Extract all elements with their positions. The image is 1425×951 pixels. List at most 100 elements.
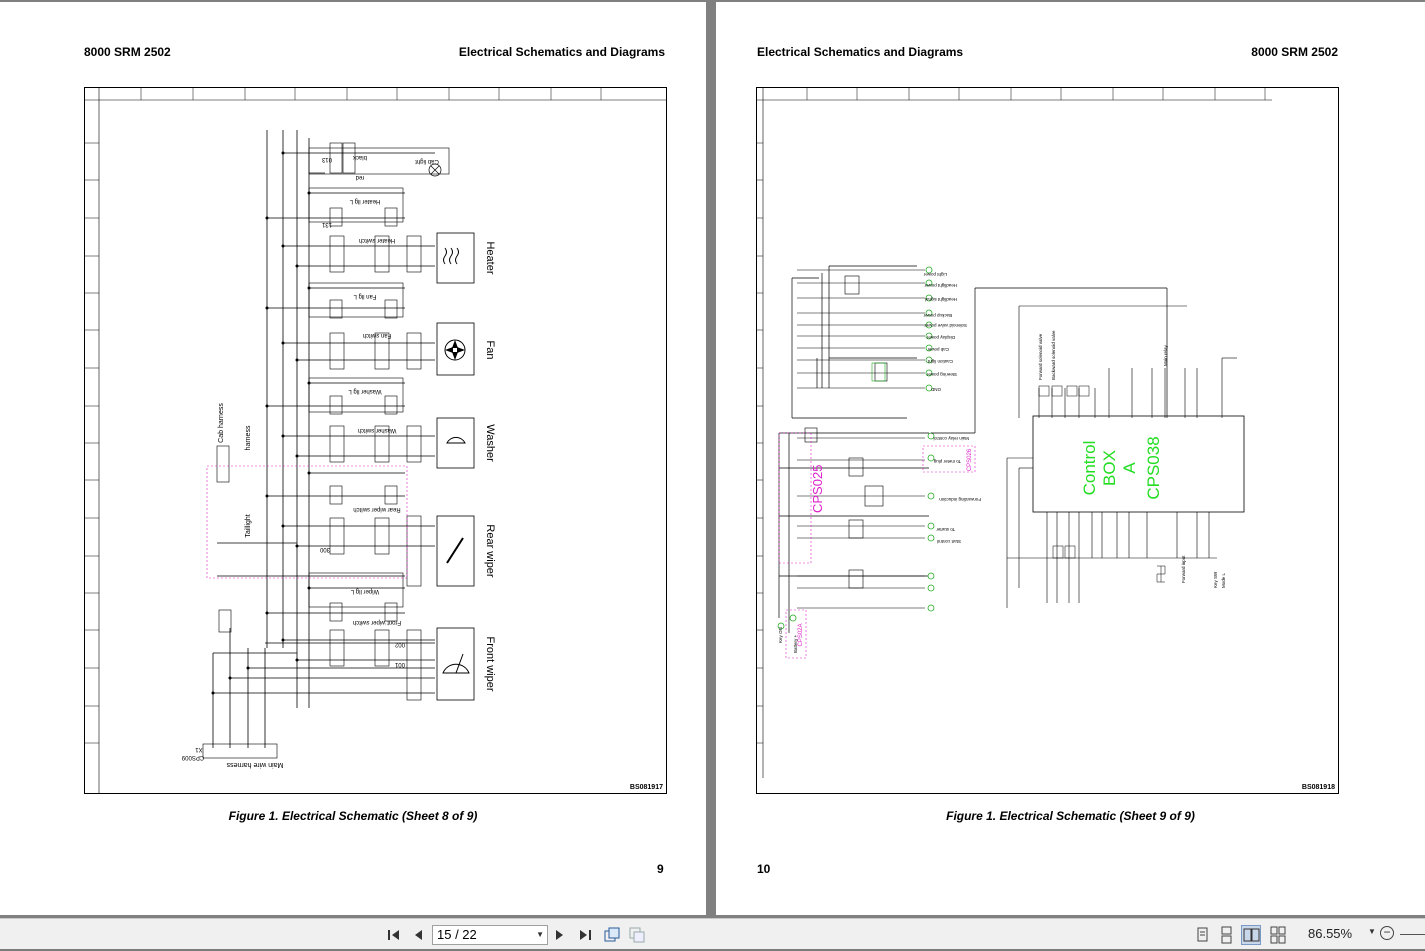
load-label-fan: Fan	[484, 341, 496, 360]
label-main-wire-harness: Main wire harness	[226, 761, 283, 768]
wire-002: 002	[394, 641, 405, 647]
header-left: Electrical Schematics and Diagrams	[757, 45, 964, 59]
next-page-button[interactable]	[550, 925, 570, 945]
in-mode-l: Mode L	[1221, 572, 1226, 588]
in-forward-input: Forward input	[1181, 555, 1186, 583]
page-10: Electrical Schematics and Diagrams 8000 …	[716, 2, 1425, 915]
next-view-icon	[629, 927, 645, 943]
label-cps009: CPS009	[181, 754, 204, 760]
sig-main-relay: Main relay control	[933, 436, 969, 441]
label-cab-harness: Cab harness	[218, 403, 225, 443]
page-number: 9	[657, 862, 664, 876]
label-fan-llg: Fan llg L	[353, 293, 377, 299]
previous-page-icon	[415, 930, 422, 940]
wire-131: 131	[321, 221, 332, 227]
continuous-page-icon	[1221, 926, 1232, 944]
control-box-line-2: BOX	[1100, 450, 1119, 486]
next-view-button[interactable]	[627, 925, 647, 945]
sig-display-power: Display power	[926, 335, 955, 340]
wire-red: red	[356, 174, 365, 180]
control-box-line-1: Control	[1080, 441, 1099, 496]
continuous-facing-icon	[1270, 926, 1286, 944]
header-right: 8000 SRM 2502	[1251, 45, 1338, 59]
in-main-relay: Main relay	[1163, 344, 1168, 366]
page-number: 10	[757, 862, 771, 876]
label-taillight: Taillight	[245, 514, 252, 537]
facing-view-button[interactable]	[1241, 925, 1261, 945]
page-number-input[interactable]: 15 / 22 ▼	[432, 925, 548, 945]
control-box-line-4: CPS038	[1144, 436, 1163, 499]
in-forward-valve: Forward solenoid valve	[1038, 333, 1043, 380]
figure-caption: Figure 1. Electrical Schematic (Sheet 8 …	[228, 809, 478, 823]
sig-caution-light: Caution light	[927, 359, 953, 364]
control-box-line-3: A	[1120, 462, 1139, 474]
in-backward-valve: Backward solenoid valve	[1051, 330, 1056, 380]
zoom-dropdown-icon[interactable]: ▼	[1368, 927, 1376, 936]
sig-gnd: GND	[930, 387, 941, 392]
previous-page-button[interactable]	[408, 925, 428, 945]
header-left: 8000 SRM 2502	[84, 45, 171, 59]
dropdown-caret-icon: ▼	[536, 930, 544, 939]
sig-start-control: Start control	[937, 539, 961, 544]
label-washer-llg: Washer llg L	[348, 388, 382, 394]
schematic-drawing-right: CPS025 CPS026 CPS02A	[757, 88, 1272, 778]
label-wiper-llg: Wiper llg L	[350, 588, 379, 594]
last-page-icon	[580, 930, 591, 940]
header-right: Electrical Schematics and Diagrams	[458, 45, 665, 59]
label-cps025: CPS025	[810, 465, 825, 513]
sig-solenoid-power: Solenoid valve power	[924, 323, 967, 328]
single-page-view-button[interactable]	[1192, 925, 1212, 945]
page-indicator: 15 / 22	[437, 927, 477, 942]
label-fan-switch: Fan switch	[363, 332, 392, 338]
sig-battery: Battery +	[793, 634, 798, 653]
sig-to-starter: To starter	[936, 527, 955, 532]
schematic-drawing-left: Heater Fan Washer Rear wiper Front wiper…	[85, 88, 666, 793]
previous-view-button[interactable]	[602, 925, 622, 945]
first-page-button[interactable]	[384, 925, 404, 945]
label-washer-switch: Washer switch	[358, 427, 397, 433]
next-page-icon	[556, 930, 563, 940]
zoom-slider[interactable]	[1400, 934, 1425, 935]
load-label-washer: Washer	[484, 424, 496, 462]
first-page-icon	[388, 930, 399, 940]
sig-light-power: Light power	[923, 272, 947, 277]
zoom-out-button[interactable]: −	[1380, 926, 1394, 940]
label-x1: X1	[195, 746, 203, 752]
sig-cab-power: Cab power	[927, 347, 949, 352]
previous-view-icon	[604, 927, 620, 942]
schematic-sheet-9: CPS025 CPS026 CPS02A	[756, 87, 1339, 794]
navigation-toolbar: 15 / 22 ▼ 86.55% ▼ −	[0, 918, 1425, 949]
sig-headlight-signal: Headlight signal	[925, 297, 957, 302]
in-key-sw: Key SW	[1213, 571, 1218, 588]
drawing-code: BS081917	[629, 784, 663, 791]
sig-steering-power: Steering power	[926, 372, 957, 377]
page-9: 8000 SRM 2502 Electrical Schematics and …	[0, 2, 706, 915]
label-heater-switch: Heater switch	[359, 237, 395, 243]
continuous-view-button[interactable]	[1216, 925, 1236, 945]
single-page-icon	[1197, 927, 1208, 942]
wire-black: black	[352, 154, 367, 160]
label-cps02a: CPS02A	[798, 623, 804, 646]
zoom-level[interactable]: 86.55%	[1308, 926, 1353, 941]
schematic-sheet-8: Heater Fan Washer Rear wiper Front wiper…	[84, 87, 667, 794]
continuous-facing-view-button[interactable]	[1268, 925, 1288, 945]
load-label-heater: Heater	[484, 241, 496, 274]
wire-013: 013	[321, 156, 332, 162]
load-label-rear-wiper: Rear wiper	[484, 524, 496, 578]
sig-backup-power: Backup power	[923, 313, 952, 318]
label-heater-llg: Heater llg L	[349, 198, 380, 204]
control-box-outline	[1032, 415, 1245, 513]
sig-meter-plug: To meter plug	[933, 459, 961, 464]
load-label-front-wiper: Front wiper	[484, 636, 496, 691]
sig-headlight-power: Headlight power	[924, 283, 957, 288]
minus-icon: −	[1383, 925, 1391, 939]
label-cps026: CPS026	[967, 448, 973, 471]
label-front-wiper-switch: Front wiper switch	[353, 619, 401, 625]
last-page-button[interactable]	[575, 925, 595, 945]
wire-300: 300	[319, 546, 330, 552]
drawing-code: BS081918	[1301, 784, 1335, 791]
wire-001: 001	[394, 661, 405, 667]
label-rear-wiper-switch: Rear wiper switch	[353, 506, 400, 512]
sig-forwarding: Forwarding induction	[939, 497, 981, 502]
label-cab-light: Cab light	[415, 158, 439, 164]
